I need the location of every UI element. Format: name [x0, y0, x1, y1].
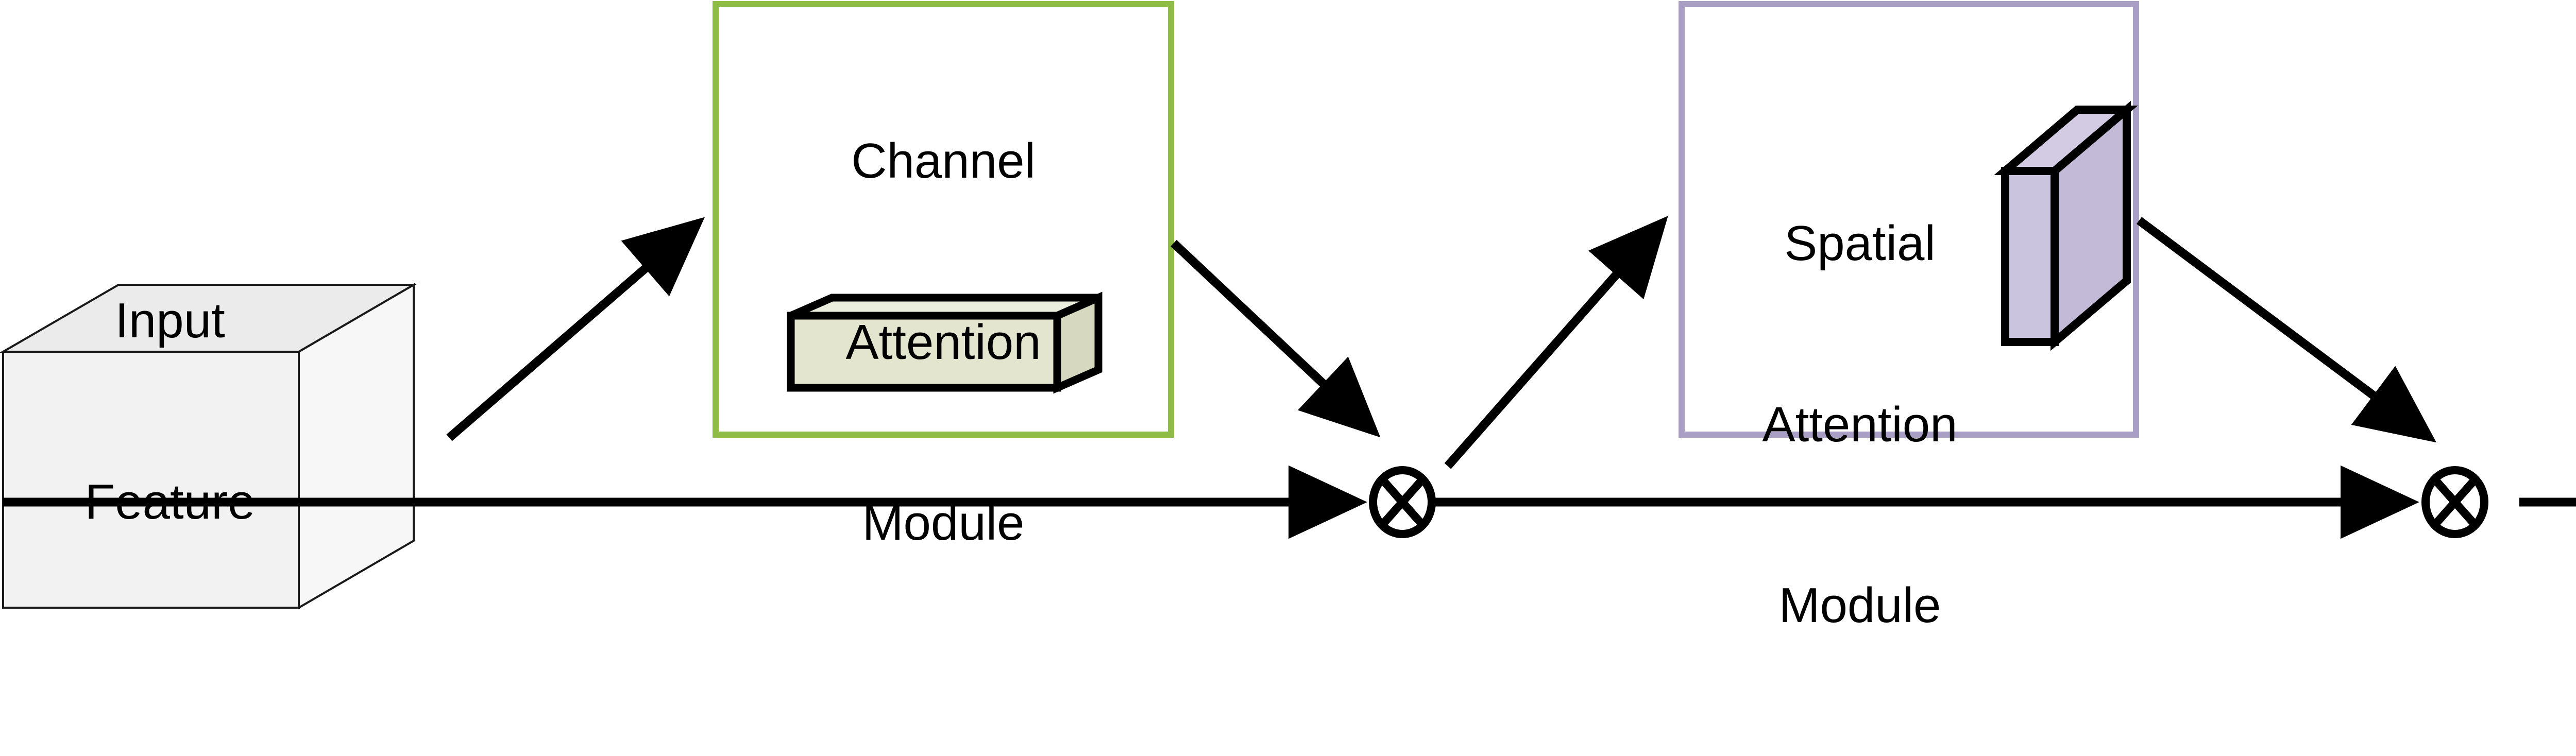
input-feature-label: Input Feature: [5, 170, 335, 652]
sam-label-line1: Spatial: [1784, 216, 1936, 271]
spatial-attention-slab-icon: [1994, 100, 2138, 351]
input-cube-front-face: [2, 351, 300, 609]
diagram-svg: [0, 1, 2576, 610]
input-feature-cube: [0, 283, 418, 610]
edge-cam-to-mul1: [1171, 239, 1381, 438]
mul1-cross-stroke-b: [1379, 476, 1426, 528]
sam-slab-front-face: [2001, 167, 2059, 346]
channel-attention-slab-icon: [787, 291, 1103, 394]
cam-label-line3: Module: [862, 495, 1025, 551]
spatial-attention-module-label: Spatial Attention Module: [1695, 93, 2025, 756]
input-feature-label-line2: Feature: [84, 474, 256, 529]
element-wise-multiply-2-icon[interactable]: [2421, 466, 2488, 538]
cam-label-line2: Attention: [845, 314, 1041, 370]
edge-input-to-cam: [446, 217, 705, 441]
cam-label-line1: Channel: [851, 133, 1036, 189]
sam-label-line3: Module: [1778, 577, 1941, 633]
edge-sam-to-mul2: [2136, 217, 2437, 443]
cam-slab-front-face: [787, 312, 1061, 392]
edge-mul1-to-sam: [1444, 216, 1668, 469]
mul2-cross-stroke-b: [2432, 476, 2478, 528]
input-feature-label-line1: Input: [115, 293, 225, 349]
diagram-canvas: Input Feature Channel Attention Module S…: [0, 1, 2576, 674]
sam-label-line2: Attention: [1762, 397, 1958, 452]
channel-attention-module-label: Channel Attention Module: [716, 10, 1171, 674]
element-wise-multiply-1-icon[interactable]: [1369, 466, 1436, 538]
